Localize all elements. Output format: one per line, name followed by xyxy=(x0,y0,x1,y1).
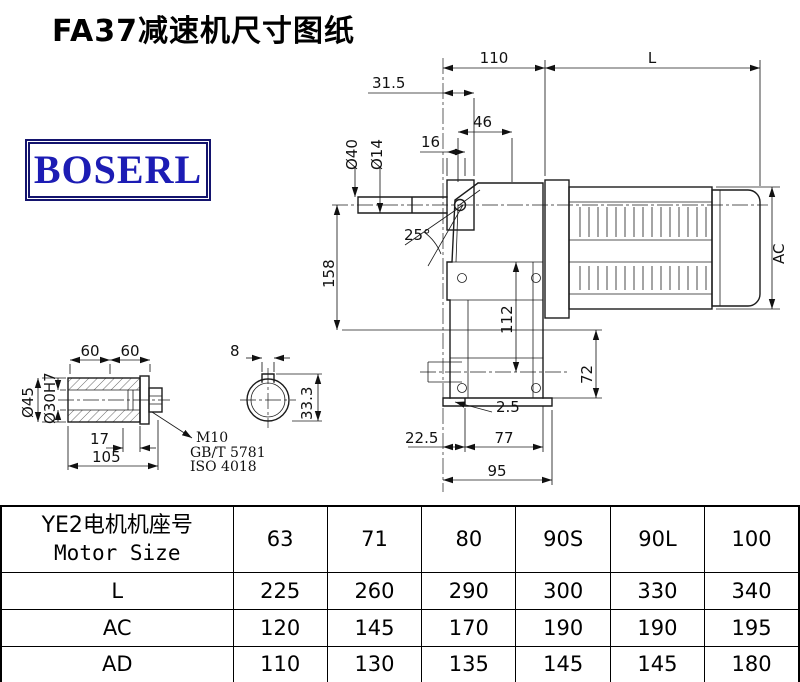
dim-2-5-label: 2.5 xyxy=(496,398,520,416)
motor-col-90L: 90L xyxy=(609,505,706,573)
dimension-lines xyxy=(34,60,780,485)
dim-60b-label: 60 xyxy=(120,342,139,360)
motor-body xyxy=(544,179,713,319)
motor-size-header-cell: YE2电机机座号 Motor Size xyxy=(0,505,234,573)
cell-AD-0: 110 xyxy=(232,645,328,682)
dim-77-label: 77 xyxy=(494,429,513,447)
cell-L-1: 260 xyxy=(326,571,423,610)
cell-L-5: 340 xyxy=(704,571,800,610)
motor-fins xyxy=(579,207,707,237)
motor-col-71: 71 xyxy=(326,505,423,573)
dimension-labels: 110 L 31.5 46 16 Ø40 Ø14 25° 158 112 AC … xyxy=(19,49,788,480)
cell-AD-3: 145 xyxy=(515,645,611,682)
cell-AD-1: 130 xyxy=(326,645,423,682)
dim-L-label: L xyxy=(648,49,657,67)
row-label-L: L xyxy=(0,571,234,610)
dim-60a-label: 60 xyxy=(80,342,99,360)
dim-iso4018-label: ISO 4018 xyxy=(190,459,257,475)
boserl-logo: BOSERL xyxy=(25,139,211,201)
dim-AC-label: AC xyxy=(770,244,788,264)
input-shaft xyxy=(357,179,475,231)
dim-17-label: 17 xyxy=(90,430,109,448)
dim-dia40-label: Ø40 xyxy=(343,139,361,170)
dim-33-3-label: 33.3 xyxy=(298,387,316,420)
motor-size-table: YE2电机机座号 Motor Size 63 71 80 90S 90L 100… xyxy=(0,505,800,682)
table-row-L: L 225 260 290 300 330 340 xyxy=(0,571,800,610)
fan-cover xyxy=(711,189,761,307)
dim-dia45-label: Ø45 xyxy=(19,387,37,418)
boserl-logo-text: BOSERL xyxy=(33,147,203,192)
motor-size-header-en: Motor Size xyxy=(54,540,181,565)
shaft-detail-view xyxy=(67,375,163,425)
dim-8-label: 8 xyxy=(230,342,240,360)
cell-L-4: 330 xyxy=(609,571,706,610)
cell-AC-2: 170 xyxy=(421,608,517,647)
dim-31-5-label: 31.5 xyxy=(372,74,405,92)
cell-L-0: 225 xyxy=(232,571,328,610)
cell-AC-3: 190 xyxy=(515,608,611,647)
dim-dia30h7-label: Ø30H7 xyxy=(41,372,59,424)
cell-AC-4: 190 xyxy=(609,608,706,647)
cell-AD-2: 135 xyxy=(421,645,517,682)
dimension-drawing: 110 L 31.5 46 16 Ø40 Ø14 25° 158 112 AC … xyxy=(19,49,788,492)
bore-cross-section xyxy=(246,373,290,422)
dim-46-label: 46 xyxy=(473,113,492,131)
dim-16-label: 16 xyxy=(421,133,440,151)
motor-size-header-cn: YE2电机机座号 xyxy=(41,513,193,539)
page-title: FA37减速机尺寸图纸 xyxy=(52,14,356,49)
gearbox-housing xyxy=(404,182,553,407)
dim-22-5-label: 22.5 xyxy=(405,429,438,447)
cell-AC-1: 145 xyxy=(326,608,423,647)
motor-col-80: 80 xyxy=(421,505,517,573)
dim-95-label: 95 xyxy=(487,462,506,480)
motor-col-63: 63 xyxy=(232,505,328,573)
cell-AC-0: 120 xyxy=(232,608,328,647)
dim-110-label: 110 xyxy=(480,49,509,67)
dim-m10-label: M10 xyxy=(196,430,228,446)
dim-105-label: 105 xyxy=(92,448,121,466)
dim-gbt5781-label: GB/T 5781 xyxy=(190,445,266,461)
table-row-AD: AD 110 130 135 145 145 180 xyxy=(0,645,800,682)
motor-col-90S: 90S xyxy=(515,505,611,573)
table-header-row: YE2电机机座号 Motor Size 63 71 80 90S 90L 100 xyxy=(0,505,800,573)
centerlines xyxy=(58,58,768,492)
dim-dia14-label: Ø14 xyxy=(368,139,386,170)
dim-25deg-label: 25° xyxy=(404,226,431,244)
dim-112-label: 112 xyxy=(498,305,516,334)
table-row-AC: AC 120 145 170 190 190 195 xyxy=(0,608,800,647)
cell-AD-4: 145 xyxy=(609,645,706,682)
row-label-AD: AD xyxy=(0,645,234,682)
motor-col-100: 100 xyxy=(704,505,800,573)
cell-AC-5: 195 xyxy=(704,608,800,647)
row-label-AC: AC xyxy=(0,608,234,647)
cell-L-3: 300 xyxy=(515,571,611,610)
cell-AD-5: 180 xyxy=(704,645,800,682)
cell-L-2: 290 xyxy=(421,571,517,610)
dim-72-label: 72 xyxy=(578,365,596,384)
dim-158-label: 158 xyxy=(320,259,338,288)
